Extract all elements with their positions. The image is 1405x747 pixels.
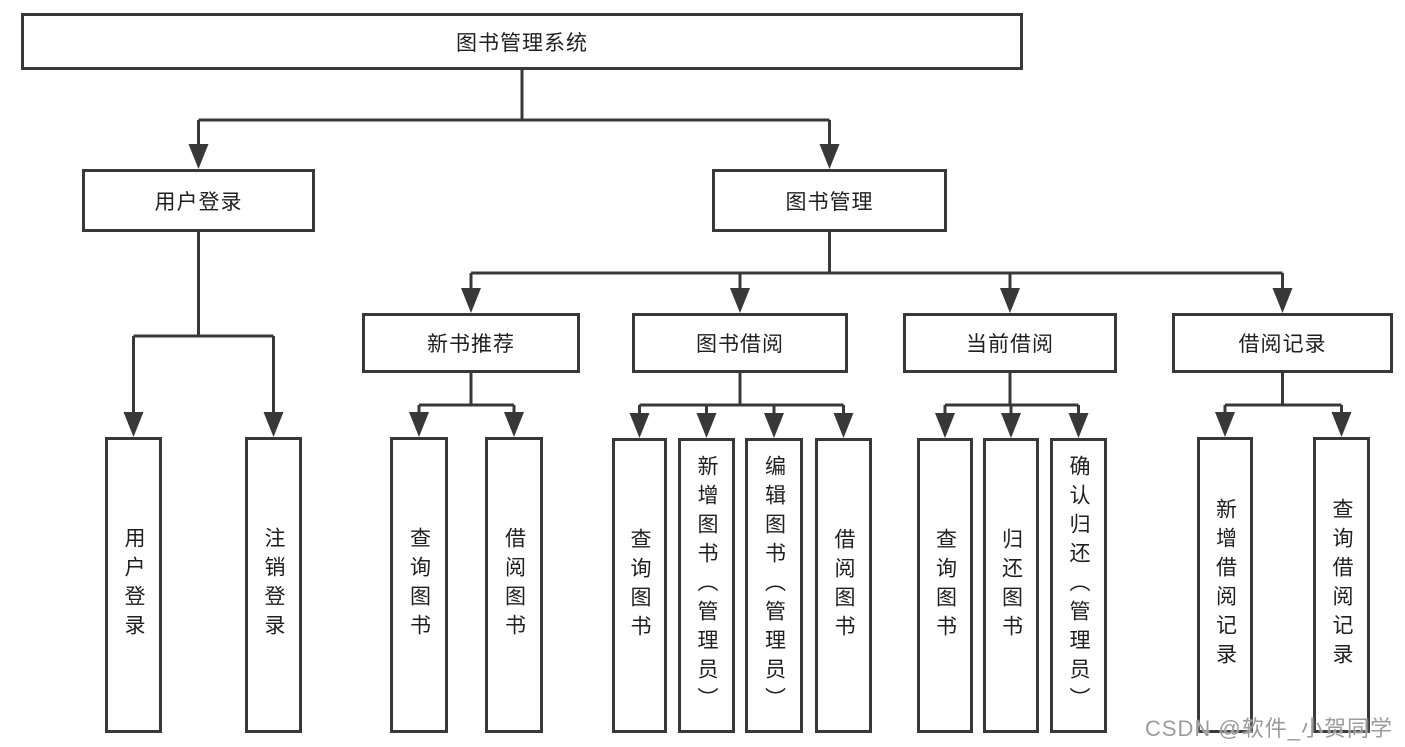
arrowhead-book-mgmt [819,144,840,169]
arrowhead-user-login [188,144,209,169]
arrowhead-book-borrow [730,288,750,313]
node-rec-query-book: 查询图书 [390,437,448,733]
node-label: 用户登录 [122,527,145,643]
watermark: CSDN @软件_小贺同学 [1144,716,1393,741]
node-user-login: 用户登录 [82,169,315,232]
node-label: 确认归还（管理员） [1067,455,1090,716]
node-label: 查询借阅记录 [1330,498,1353,672]
node-label: 借阅图书 [832,527,855,644]
node-logout: 注销登录 [245,437,302,733]
arrowhead-br-query-record [1331,412,1352,437]
node-book-mgmt: 图书管理 [712,169,947,232]
node-login: 用户登录 [105,437,162,733]
node-cb-return-book: 归还图书 [983,438,1039,733]
arrowhead-bb-edit-book [764,413,784,438]
arrowhead-borrow-records [1272,288,1293,313]
node-cb-confirm: 确认归还（管理员） [1050,438,1107,733]
arrowhead-cb-confirm [1068,413,1089,438]
arrowhead-bb-query-book [629,413,650,438]
node-label: 查询图书 [407,527,431,643]
arrowhead-current-borrow [1000,288,1020,313]
node-label: 图书借阅 [696,333,784,356]
node-bb-edit-book: 编辑图书（管理员） [745,438,803,733]
node-rec-borrow-book: 借阅图书 [485,437,543,733]
node-label: 借阅记录 [1238,333,1327,356]
node-new-book-rec: 新书推荐 [362,313,580,373]
arrowhead-bb-borrow-book [833,413,854,438]
node-label: 图书管理 [785,190,874,214]
arrowhead-login [123,412,144,437]
node-cb-query-book: 查询图书 [917,438,973,733]
node-label: 编辑图书（管理员） [762,455,786,716]
node-label: 新增借阅记录 [1213,498,1237,672]
node-borrow-records: 借阅记录 [1172,313,1393,373]
node-br-query-record: 查询借阅记录 [1313,437,1370,733]
arrowhead-new-book-rec [461,288,481,313]
node-root: 图书管理系统 [21,13,1023,70]
node-label: 注销登录 [262,527,285,643]
node-label: 用户登录 [154,190,243,214]
node-label: 查询图书 [933,527,957,644]
node-label: 新增图书（管理员） [695,455,718,716]
node-label: 归还图书 [999,527,1023,644]
arrowhead-rec-query-book [409,412,429,437]
node-label: 查询图书 [628,527,651,644]
node-label: 图书管理系统 [456,31,588,55]
arrowhead-rec-borrow-book [504,412,524,437]
node-label: 当前借阅 [966,333,1054,356]
arrowhead-bb-add-book [696,413,717,438]
node-label: 新书推荐 [427,333,515,356]
arrowhead-cb-query-book [935,413,955,438]
arrowhead-cb-return-book [1001,413,1021,438]
node-bb-borrow-book: 借阅图书 [815,438,872,733]
node-br-add-record: 新增借阅记录 [1197,437,1253,733]
arrowhead-br-add-record [1215,412,1235,437]
node-label: 借阅图书 [502,527,526,643]
node-bb-query-book: 查询图书 [612,438,667,733]
node-book-borrow: 图书借阅 [632,313,848,373]
node-current-borrow: 当前借阅 [903,313,1117,373]
node-bb-add-book: 新增图书（管理员） [678,438,735,733]
arrowhead-logout [263,412,284,437]
